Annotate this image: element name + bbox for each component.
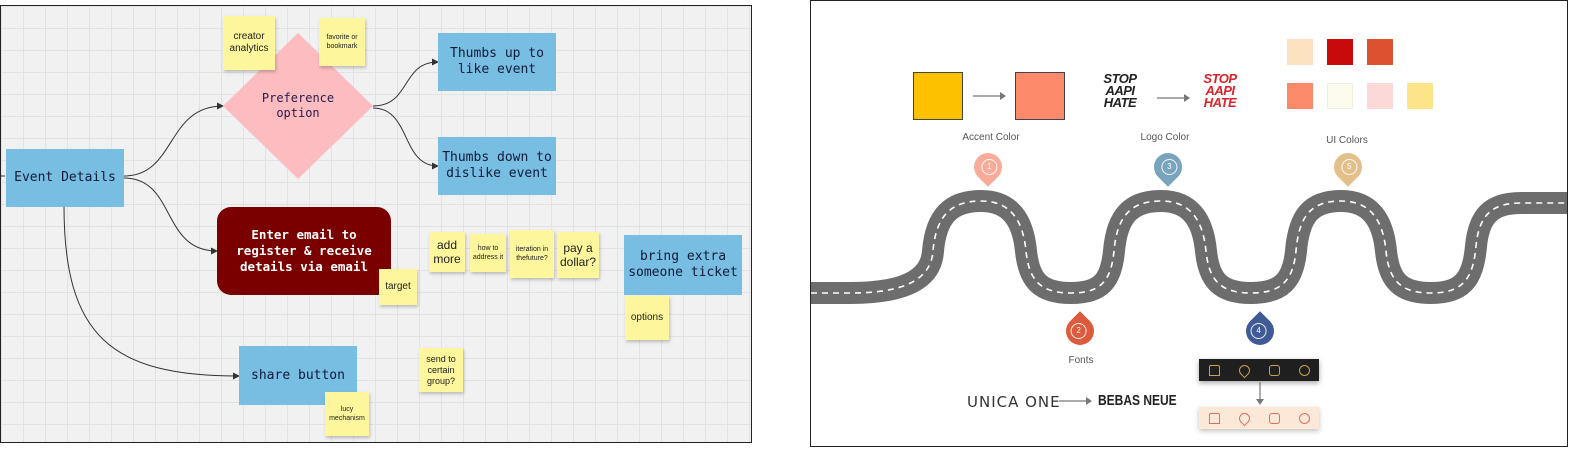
sticky-text: add more [433,238,461,266]
sticky-iteration[interactable]: iteration in thefuture? [510,230,554,278]
milestone-number: 3 [1161,159,1178,175]
logo-line: HATE [1103,95,1137,110]
sticky-text: favorite or bookmark [326,34,358,50]
sticky-text: iteration in thefuture? [515,246,549,262]
event-details-node[interactable]: Event Details [6,149,124,207]
sticky-creator-analytics[interactable]: creator analytics [223,16,275,70]
connector-preference-to-thumbsdown [372,107,439,170]
sticky-favorite-bookmark[interactable]: favorite or bookmark [319,18,365,66]
sticky-target[interactable]: target [379,269,417,305]
calendar-icon[interactable] [1268,364,1280,376]
logo-original: STOP AAPI HATE [1095,71,1145,110]
sticky-text: send to certain group? [426,353,456,386]
sticky-text: lucy mechanism [329,406,365,422]
arrow-right-icon [1157,94,1190,102]
sticky-text: creator analytics [229,31,269,54]
milestone-number: 2 [1070,323,1087,339]
sticky-text: pay a dollar? [559,241,597,269]
logo-line: AAPI [1205,83,1235,98]
winding-road [811,190,1567,304]
logo-line: HATE [1203,95,1237,110]
milestone-number: 5 [1341,159,1358,175]
connector-preference-to-thumbsup [372,58,439,107]
thumbs-down-node[interactable]: Thumbs down to dislike event [438,137,556,195]
sticky-how-to-address[interactable]: how to address it [470,234,506,272]
logo-new: STOP AAPI HATE [1195,71,1245,110]
accent-color-label: Accent Color [962,132,1020,143]
nav-bar-light [1199,407,1319,429]
connector-event-to-preference [123,102,224,177]
ui-swatch [1407,83,1433,109]
enter-email-label: Enter email to register & receive detail… [236,227,372,274]
milestone-number: 1 [981,159,998,175]
event-details-label: Event Details [14,170,116,185]
ui-color-palette [1287,39,1437,119]
sticky-text: how to address it [472,245,504,261]
info-icon[interactable] [1298,412,1310,424]
sticky-pay-dollar[interactable]: pay a dollar? [557,232,599,278]
accent-color-from-swatch [913,72,963,120]
bring-extra-ticket-node[interactable]: bring extra someone ticket [624,235,742,295]
thumbs-up-node[interactable]: Thumbs up to like event [438,33,556,91]
info-icon[interactable] [1298,364,1310,376]
sticky-text: target [385,281,411,292]
nav-bar-dark [1199,359,1319,381]
ui-colors-label: UI Colors [1326,135,1368,146]
sticky-send-to-group[interactable]: send to certain group? [419,348,463,392]
connector-event-to-email [123,177,218,255]
calendar-icon[interactable] [1268,412,1280,424]
home-icon[interactable] [1208,364,1220,376]
connector-event-to-share [63,205,240,380]
sticky-text: options [630,312,664,323]
design-roadmap: Accent Color STOP AAPI HATE STOP AAPI HA… [810,0,1568,447]
accent-color-to-swatch [1015,72,1065,120]
fonts-label: Fonts [1068,355,1094,366]
logo-color-label: Logo Color [1140,132,1190,143]
flowchart-canvas: Event Details Preference option Thumbs u… [0,5,752,443]
enter-email-node[interactable]: Enter email to register & receive detail… [217,207,391,295]
sticky-add-more[interactable]: add more [429,232,465,272]
location-pin-icon[interactable] [1236,362,1252,378]
sticky-options[interactable]: options [625,296,669,340]
arrow-right-icon [973,92,1006,100]
ui-swatch [1367,39,1393,65]
share-button-label: share button [251,367,345,383]
font-from-sample: UNICA ONE [967,393,1061,411]
bring-extra-ticket-label: bring extra someone ticket [628,249,738,280]
home-icon[interactable] [1208,412,1220,424]
sticky-lucy-mechanism[interactable]: lucy mechanism [325,392,369,436]
font-to-sample: BEBAS NEUE [1098,392,1177,409]
thumbs-up-label: Thumbs up to like event [450,46,544,77]
logo-line: STOP [1103,71,1137,86]
milestone-number: 4 [1250,323,1267,339]
location-pin-icon[interactable] [1236,410,1252,426]
connector-lines [1,58,439,380]
ui-swatch [1287,83,1313,109]
preference-option-label: Preference option [261,91,335,120]
arrow-down-icon [1256,382,1264,405]
ui-swatch [1287,39,1313,65]
ui-swatch [1327,83,1353,109]
arrow-right-icon [1059,397,1092,405]
thumbs-down-label: Thumbs down to dislike event [442,150,552,181]
ui-swatch [1367,83,1393,109]
logo-line: STOP [1203,71,1237,86]
logo-line: AAPI [1105,83,1135,98]
ui-swatch [1327,39,1353,65]
